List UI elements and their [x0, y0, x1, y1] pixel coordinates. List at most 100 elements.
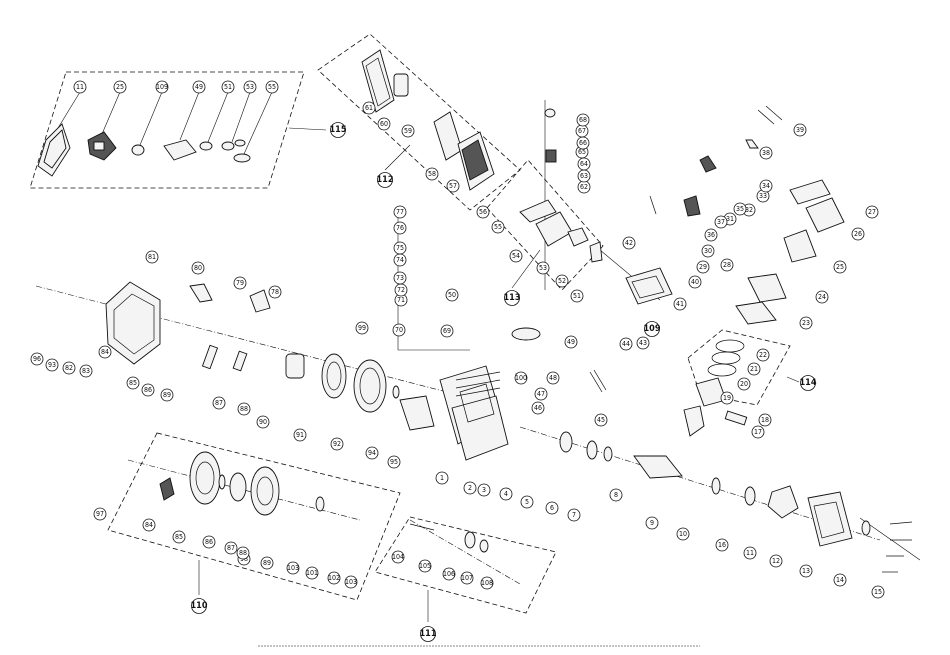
callout-number: 36: [707, 231, 715, 239]
callout-2: 2: [463, 481, 477, 495]
callout-number: 53: [539, 264, 547, 272]
callout-bubble: [393, 271, 407, 285]
callout-113: 113: [504, 290, 520, 306]
callout-bubble: [477, 483, 491, 497]
callout-19: 19: [720, 391, 734, 405]
callout-number: 16: [718, 541, 726, 549]
callout-107: 107: [460, 571, 474, 585]
callout-number: 38: [762, 149, 770, 157]
callout-bubble: [463, 481, 477, 495]
callout-number: 27: [868, 208, 876, 216]
callout-bubble: [233, 276, 247, 290]
callout-bubble: [260, 556, 274, 570]
callout-number: 50: [448, 291, 456, 299]
callout-number: 91: [296, 431, 304, 439]
callout-bubble: [286, 561, 300, 575]
callout-44: 44: [619, 337, 633, 351]
callout-49: 49: [564, 335, 578, 349]
callout-72: 72: [394, 283, 408, 297]
callout-109: 109: [155, 80, 169, 94]
callout-46: 46: [531, 401, 545, 415]
callout-bubble: [172, 530, 186, 544]
callout-number: 51: [224, 83, 232, 91]
parts-111: [409, 523, 489, 553]
callout-number: 18: [761, 416, 769, 424]
callout-number: 46: [534, 404, 542, 412]
callout-bubble: [236, 546, 250, 560]
callout-35: 35: [733, 202, 747, 216]
callout-number: 31: [726, 215, 734, 223]
callout-bubble: [704, 228, 718, 242]
callout-87: 87: [224, 541, 238, 555]
callout-bubble: [701, 244, 715, 258]
callout-6: 6: [545, 501, 559, 515]
callout-bubble: [387, 455, 401, 469]
callout-bubble: [644, 321, 660, 337]
callout-bubble: [747, 362, 761, 376]
callout-number: 49: [195, 83, 203, 91]
callout-number: 89: [163, 391, 171, 399]
callout-number: 49: [567, 338, 575, 346]
callout-bubble: [567, 508, 581, 522]
callout-number: 55: [268, 83, 276, 91]
callout-number: 85: [175, 533, 183, 541]
group-box-110: [107, 432, 401, 601]
callout-number: 17: [754, 428, 762, 436]
callout-bubble: [355, 321, 369, 335]
callout-73: 73: [393, 271, 407, 285]
callout-number: 86: [144, 386, 152, 394]
callout-59: 59: [401, 124, 415, 138]
callout-25: 25: [833, 260, 847, 274]
callout-bubble: [531, 401, 545, 415]
callout-number: 10: [679, 530, 687, 538]
callout-bubble: [793, 123, 807, 137]
callout-number: 68: [579, 116, 587, 124]
callout-number: 96: [33, 355, 41, 363]
callout-36: 36: [704, 228, 718, 242]
callout-number: 86: [205, 538, 213, 546]
callout-52: 52: [555, 274, 569, 288]
callout-number: 74: [396, 256, 404, 264]
callout-number: 11: [746, 549, 754, 557]
callout-number: 88: [240, 405, 248, 413]
callout-number: 5: [525, 498, 529, 506]
callout-number: 47: [537, 390, 545, 398]
callout-bubble: [440, 324, 454, 338]
callout-number: 85: [129, 379, 137, 387]
callout-1: 1: [435, 471, 449, 485]
callout-67: 67: [575, 124, 589, 138]
callout-number: 107: [461, 574, 473, 582]
callout-number: 48: [549, 374, 557, 382]
callout-number: 106: [443, 570, 455, 578]
callout-bubble: [98, 345, 112, 359]
callout-bubble: [833, 573, 847, 587]
callout-number: 90: [259, 418, 267, 426]
callout-bubble: [499, 487, 513, 501]
callout-58: 58: [425, 167, 439, 181]
callout-number: 32: [745, 206, 753, 214]
callout-number: 53: [246, 83, 254, 91]
callout-30: 30: [701, 244, 715, 258]
callout-bubble: [720, 391, 734, 405]
callout-78: 78: [268, 285, 282, 299]
callout-number: 42: [625, 239, 633, 247]
callout-bubble: [365, 446, 379, 460]
callout-number: 104: [392, 553, 404, 561]
callout-55: 55: [491, 220, 505, 234]
callout-85: 85: [126, 376, 140, 390]
callout-number: 37: [717, 218, 725, 226]
callout-bubble: [833, 260, 847, 274]
callout-82: 82: [62, 361, 76, 375]
callout-bubble: [555, 274, 569, 288]
callout-bubble: [155, 80, 169, 94]
callout-number: 59: [404, 127, 412, 135]
callout-number: 45: [597, 416, 605, 424]
callout-bubble: [536, 261, 550, 275]
callout-number: 109: [644, 324, 661, 334]
callout-39: 39: [793, 123, 807, 137]
callout-86: 86: [202, 535, 216, 549]
callout-number: 35: [736, 205, 744, 213]
callout-bubble: [743, 546, 757, 560]
